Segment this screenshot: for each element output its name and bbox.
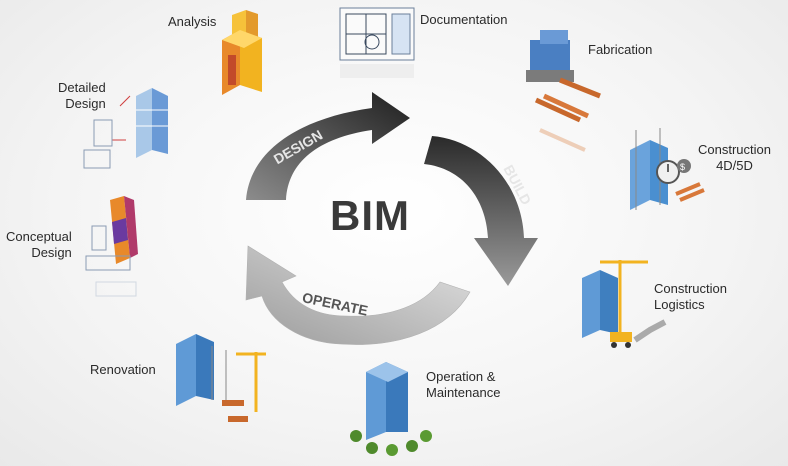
label-detailed-design: Detailed Design	[58, 80, 106, 111]
renovation-illustration	[176, 334, 266, 422]
fabrication-illustration	[526, 30, 601, 152]
label-analysis: Analysis	[168, 14, 217, 29]
construction-4d5d-illustration: $	[630, 128, 705, 210]
label-construction-logistics: Construction Logistics	[654, 281, 727, 312]
label-operation-maintenance: Operation & Maintenance	[426, 369, 501, 400]
design-arrow	[246, 92, 410, 200]
label-fabrication: Fabrication	[588, 42, 653, 57]
conceptual-design-illustration	[85, 196, 138, 297]
label-renovation: Renovation	[90, 362, 156, 377]
detailed-design-illustration	[83, 88, 168, 169]
build-arrow	[424, 136, 538, 286]
analysis-illustration	[222, 10, 262, 95]
operate-arrow	[245, 245, 471, 345]
operation-maintenance-illustration	[350, 362, 432, 456]
label-conceptual-design: Conceptual Design	[6, 229, 72, 260]
label-construction-4d5d: Construction 4D/5D	[698, 142, 771, 173]
label-documentation: Documentation	[420, 12, 508, 27]
documentation-illustration	[339, 7, 415, 78]
svg-text:$: $	[680, 162, 685, 172]
construction-logistics-illustration	[582, 260, 667, 348]
center-title: BIM	[330, 192, 410, 239]
